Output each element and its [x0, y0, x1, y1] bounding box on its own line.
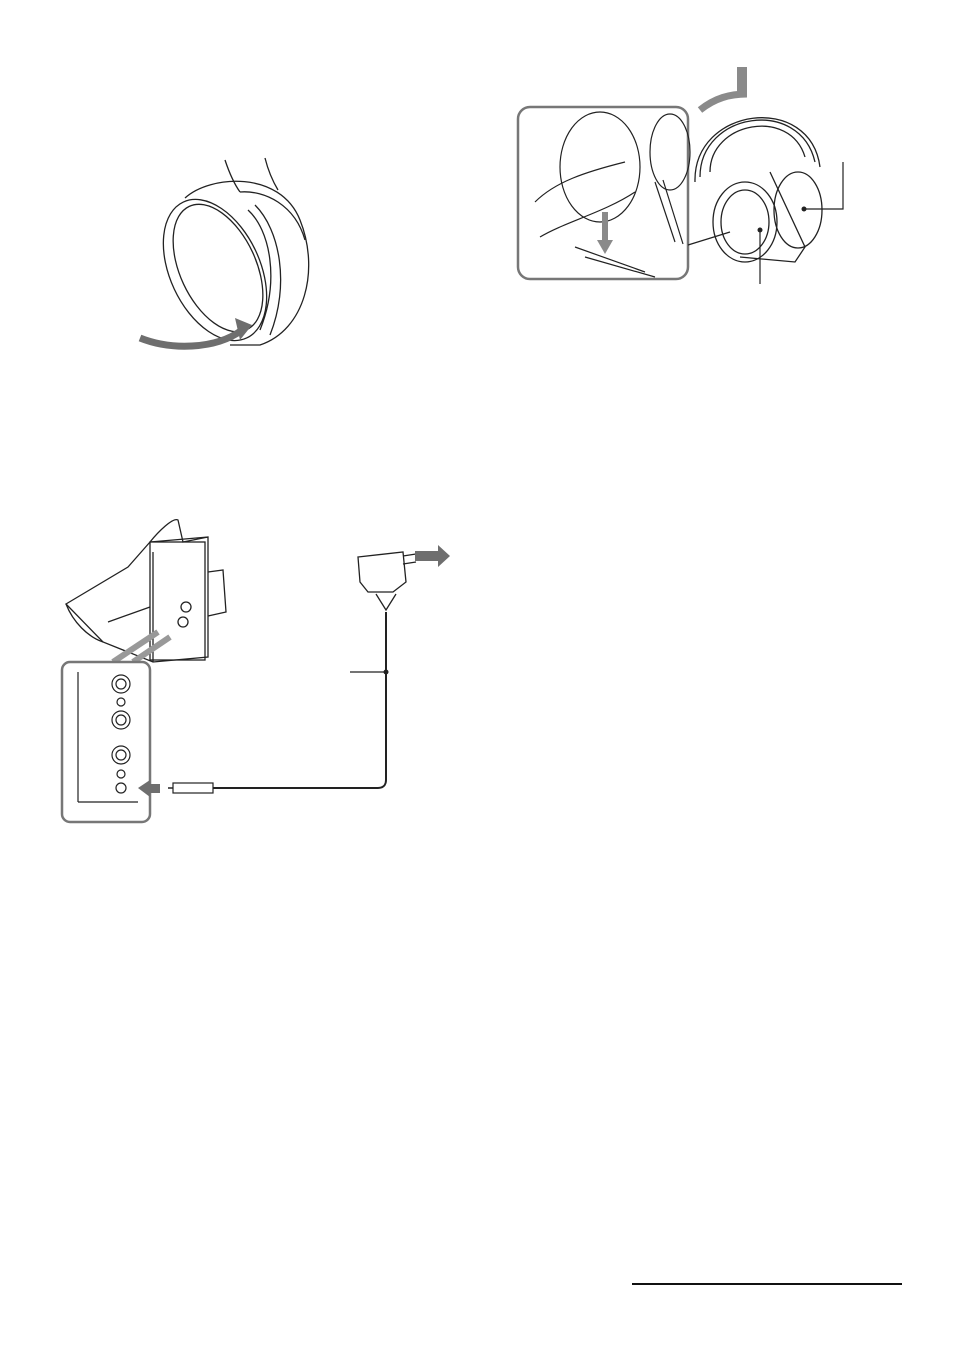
- headphones-charger-illustration: [515, 62, 855, 292]
- footer-rule: [632, 1283, 902, 1285]
- down-arrow-icon: [737, 67, 747, 94]
- headphones-charger-figure: [515, 62, 855, 292]
- transmitter-connection-illustration: [58, 512, 458, 832]
- inset-box: [518, 107, 688, 279]
- transmitter-connection-figure: [58, 512, 458, 832]
- rear-panel-inset: [62, 662, 150, 822]
- wall-outlet-arrow-icon: [415, 545, 450, 567]
- rotate-arrow-icon: [140, 330, 242, 346]
- earcup-rotation-illustration: [130, 150, 330, 360]
- earcup-rotation-figure: [130, 150, 330, 360]
